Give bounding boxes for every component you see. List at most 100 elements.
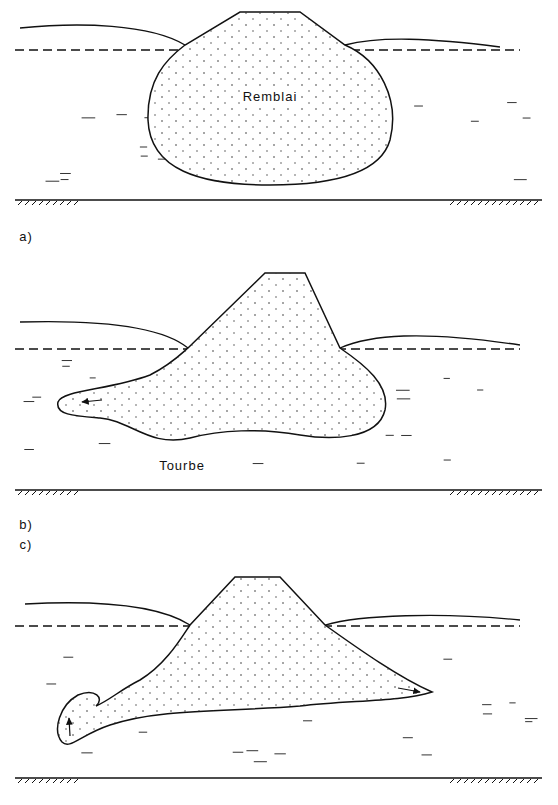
peat-dash (61, 179, 69, 180)
panel-label: b) (17, 518, 35, 532)
peat-dash (24, 401, 35, 402)
peat-dash (397, 398, 410, 399)
hatch-stroke (46, 491, 50, 495)
peat-dash (233, 752, 244, 753)
peat-dash (60, 173, 71, 174)
hatch-stroke (32, 491, 36, 495)
hatch-stroke (485, 779, 489, 783)
hatch-stroke (520, 779, 524, 783)
hatch-stroke (74, 201, 78, 205)
hatch-stroke (534, 491, 538, 495)
hatch-stroke (499, 779, 503, 783)
hatch-stroke (520, 201, 524, 205)
peat-dash (141, 156, 148, 157)
hatch-stroke (60, 779, 64, 783)
soil-label: Tourbe (157, 459, 207, 473)
hatch-stroke (492, 201, 496, 205)
peat-dash (525, 721, 532, 722)
peat-dash (483, 713, 492, 714)
peat-dash (81, 752, 92, 753)
hatch-stroke (534, 201, 538, 205)
hatch-stroke (39, 201, 43, 205)
hatch-stroke (457, 779, 461, 783)
peat-dash (396, 390, 410, 391)
hatch-stroke (485, 201, 489, 205)
fill-embankment (58, 273, 432, 744)
hatch-stroke (478, 201, 482, 205)
peat-dash (24, 449, 34, 450)
hatch-stroke (478, 491, 482, 495)
hatch-stroke (471, 779, 475, 783)
hatch-stroke (492, 491, 496, 495)
hatch-stroke (492, 779, 496, 783)
peat-dash (46, 181, 60, 182)
peat-dash (357, 463, 365, 464)
hatch-stroke (513, 779, 517, 783)
hatch-stroke (32, 779, 36, 783)
peat-dash (90, 377, 96, 378)
hatch-stroke (478, 779, 482, 783)
hatch-stroke (25, 201, 29, 205)
hatch-stroke (534, 779, 538, 783)
hatch-stroke (74, 491, 78, 495)
hatch-stroke (464, 779, 468, 783)
hatch-stroke (53, 779, 57, 783)
hatch-stroke (450, 201, 454, 205)
peat-dash (414, 106, 423, 107)
peat-dash (32, 397, 41, 398)
hatch-stroke (39, 491, 43, 495)
panel-label: c) (18, 538, 35, 552)
embankment-fill: Remblai (145, 10, 400, 190)
hatch-stroke (527, 779, 531, 783)
hatch-stroke (25, 491, 29, 495)
hatch-stroke (53, 201, 57, 205)
peat-dash (99, 443, 111, 444)
hatch-stroke (450, 491, 454, 495)
hatch-stroke (513, 491, 517, 495)
peat-dash (62, 360, 72, 361)
hatch-stroke (60, 201, 64, 205)
bedrock-hatching (18, 201, 538, 783)
hatch-stroke (18, 201, 22, 205)
hatch-stroke (527, 491, 531, 495)
hatch-stroke (18, 491, 22, 495)
peat-dash (62, 366, 69, 367)
peat-dash (443, 659, 452, 660)
peat-dash (477, 390, 483, 391)
peat-dash (46, 683, 56, 684)
peat-dash (303, 720, 312, 721)
peat-dash (386, 435, 394, 436)
hatch-stroke (46, 201, 50, 205)
hatch-stroke (471, 491, 475, 495)
peat-dash (401, 435, 411, 436)
hatch-stroke (513, 201, 517, 205)
peat-dash (444, 460, 451, 461)
hatch-stroke (39, 779, 43, 783)
peat-dash (444, 378, 450, 379)
hatch-stroke (32, 201, 36, 205)
hatch-stroke (74, 779, 78, 783)
hatch-stroke (499, 491, 503, 495)
peat-dash (254, 761, 267, 762)
hatch-stroke (25, 779, 29, 783)
hatch-stroke (485, 491, 489, 495)
peat-dash (246, 750, 258, 751)
panel-label: a) (17, 230, 35, 244)
peat-dash (523, 118, 531, 119)
peat-dash (471, 121, 479, 122)
hatch-stroke (450, 779, 454, 783)
hatch-stroke (499, 201, 503, 205)
peat-dash (82, 117, 96, 118)
hatch-stroke (60, 491, 64, 495)
peat-dash (116, 114, 126, 115)
movement-arrows (69, 400, 420, 736)
hatch-stroke (18, 779, 22, 783)
material-label: Remblai (241, 90, 300, 104)
peat-dash (422, 754, 432, 755)
hatch-stroke (464, 201, 468, 205)
peat-dash (274, 753, 285, 754)
hatch-stroke (67, 779, 71, 783)
hatch-stroke (457, 201, 461, 205)
hatch-stroke (53, 491, 57, 495)
hatch-stroke (520, 491, 524, 495)
